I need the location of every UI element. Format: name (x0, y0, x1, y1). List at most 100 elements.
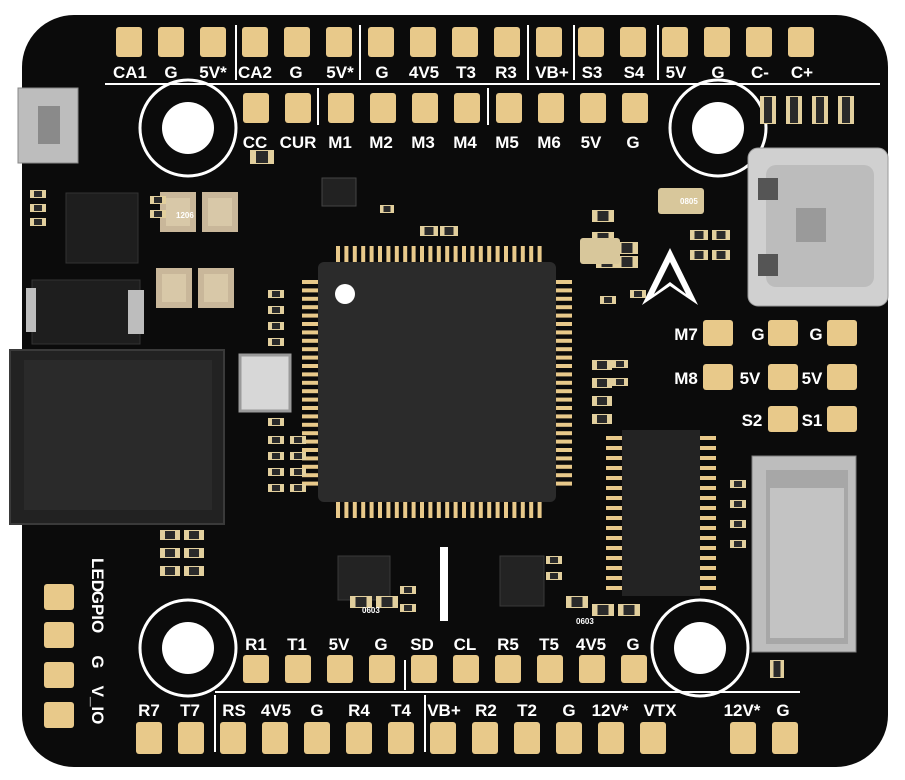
silkscreen-label: VB+ (535, 63, 569, 82)
mcu-pin (504, 246, 508, 262)
solder-pad (284, 27, 310, 57)
mcu-pin (302, 481, 318, 486)
solder-pad (44, 584, 74, 610)
mcu-pin (302, 422, 318, 427)
mcu-pin (556, 481, 572, 486)
mcu-pin (344, 246, 349, 262)
silkscreen-label: M4 (453, 133, 477, 152)
flash-pin (606, 526, 622, 530)
mcu-pin (302, 355, 318, 360)
flash-pin (606, 556, 622, 560)
silkscreen-label: M5 (495, 133, 519, 152)
mcu-pin (302, 448, 318, 452)
mcu-pin (302, 456, 318, 461)
solder-pad (556, 722, 582, 754)
mcu-pin (556, 389, 572, 394)
mounting-hole-icon (138, 78, 238, 178)
solder-pad (768, 320, 798, 346)
silkscreen-lines (105, 25, 880, 752)
smd-body (165, 531, 175, 539)
smd-part (658, 188, 704, 214)
mcu-pin (302, 397, 318, 402)
smd-body (272, 339, 280, 345)
solder-pad (411, 655, 437, 683)
mcu-pin (556, 288, 572, 293)
solder-pad (388, 722, 414, 754)
solder-pad (262, 722, 288, 754)
solder-pad (472, 722, 498, 754)
smd-body (165, 549, 175, 557)
solder-pad (538, 93, 564, 123)
push-button-icon (17, 87, 79, 164)
flash-pin (700, 466, 716, 470)
silkscreen-label: 5V* (326, 63, 354, 82)
silkscreen-label: G (711, 63, 724, 82)
small-chip (321, 177, 357, 207)
silkscreen-label: M7 (674, 325, 698, 344)
solder-pad (220, 722, 246, 754)
mcu-pin (537, 246, 542, 262)
mcu-pin (378, 246, 382, 262)
mcu-pin (556, 330, 572, 335)
solder-pad (116, 27, 142, 57)
mcu-pin (556, 322, 572, 326)
mcu-pin (556, 422, 572, 427)
smd-body (816, 97, 824, 123)
silkscreen-label: C- (751, 63, 769, 82)
mcu-pin (556, 355, 572, 360)
flash-pin (700, 576, 716, 580)
silkscreen-label: M8 (674, 369, 698, 388)
smd-body (383, 206, 391, 212)
smd-body (189, 567, 199, 575)
mcu-pin (504, 502, 508, 518)
silkscreen-label: 4V5 (409, 63, 439, 82)
solder-pad (158, 27, 184, 57)
flash-chip (622, 430, 700, 596)
mcu-pin (378, 502, 382, 518)
smd-body (154, 211, 162, 217)
silkscreen-label: G (164, 63, 177, 82)
mcu-pin (556, 473, 572, 478)
smd-part (580, 238, 620, 264)
silkscreen-label: VB+ (427, 701, 461, 720)
mcu-pin (556, 439, 572, 444)
mcu-pin (556, 414, 572, 419)
mcu-pin (556, 364, 572, 368)
flash-pin (700, 506, 716, 510)
mcu-pin (556, 406, 572, 410)
solder-pad (44, 662, 74, 688)
silkscreen-label: CA2 (238, 63, 272, 82)
smd-body (272, 469, 280, 475)
mcu-pin (462, 502, 466, 518)
flash-pin (606, 586, 622, 590)
solder-pad (496, 93, 522, 123)
power-components (9, 192, 238, 525)
mcu-pin (445, 502, 450, 518)
solder-pad (827, 364, 857, 390)
mcu-pin (495, 502, 500, 518)
silkscreen-label: 5V (581, 133, 602, 152)
silkscreen-label: M6 (537, 133, 561, 152)
silkscreen-label: V_IO (88, 686, 107, 725)
silkscreen-label: R2 (475, 701, 497, 720)
mcu-pin (487, 246, 492, 262)
solder-pad (788, 27, 814, 57)
usb-c-port-icon (747, 147, 889, 307)
silkscreen-label: T1 (287, 635, 307, 654)
flash-pin (700, 476, 716, 480)
silkscreen-label: T4 (391, 701, 411, 720)
flash-pin (606, 496, 622, 500)
solder-pad (44, 702, 74, 728)
smd-body (189, 531, 199, 539)
solder-pad (768, 364, 798, 390)
mcu-pin (411, 246, 416, 262)
solder-pad (243, 655, 269, 683)
solder-pad (328, 93, 354, 123)
silkscreen-label: 5V (329, 635, 350, 654)
flash-pin (700, 516, 716, 520)
mcu-pin (302, 372, 318, 377)
mcu-pin (556, 456, 572, 461)
smd-body (616, 361, 624, 367)
silkscreen-label: 5V (666, 63, 687, 82)
smd-body (294, 453, 302, 459)
